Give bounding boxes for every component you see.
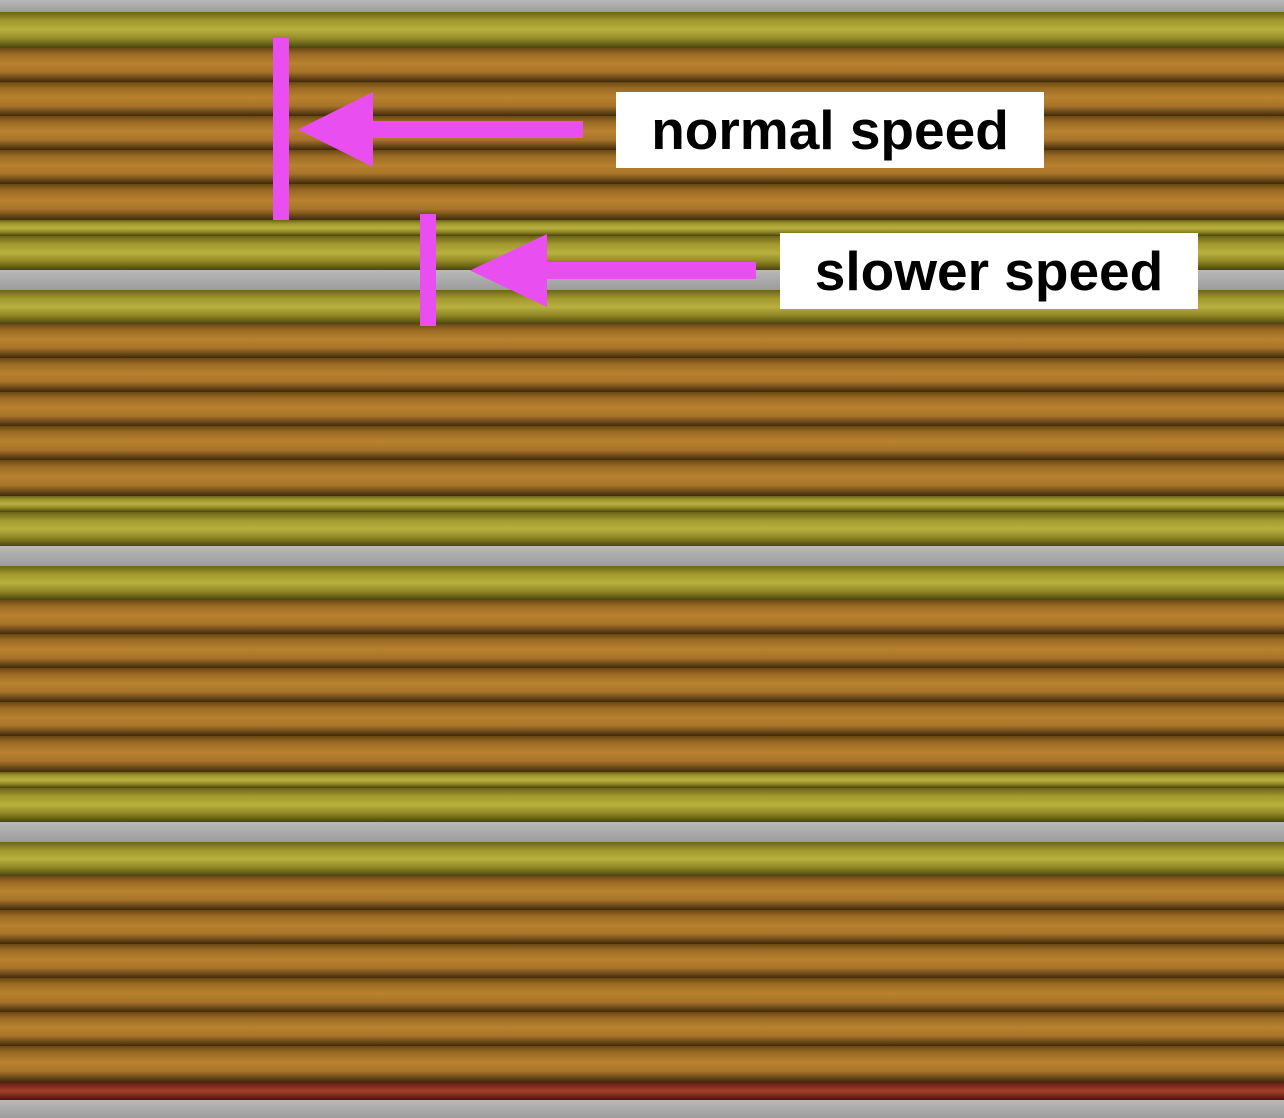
slower-speed-marker [420,214,436,326]
slower-speed-label: slower speed [780,233,1198,309]
slower-speed-arrow-shaft [535,262,756,279]
gap-band [0,0,1284,12]
orange-rod [0,702,1284,736]
slower-speed-arrow-head [470,234,547,307]
olive-rod [0,566,1284,600]
orange-rod [0,48,1284,82]
olive-rod [0,12,1284,48]
olive-rod [0,842,1284,876]
speed-markers [273,38,756,326]
orange-rod [0,910,1284,944]
olive-rod [0,496,1284,512]
orange-rod [0,876,1284,910]
orange-rod [0,600,1284,634]
orange-rod [0,184,1284,220]
orange-rod [0,634,1284,668]
orange-rod [0,392,1284,426]
orange-rod [0,668,1284,702]
olive-rod [0,220,1284,236]
orange-rod [0,426,1284,460]
olive-rod [0,512,1284,546]
olive-rod [0,772,1284,788]
orange-rod [0,1012,1284,1046]
orange-rod [0,324,1284,358]
normal-speed-arrow-shaft [360,121,583,138]
olive-rod [0,788,1284,822]
orange-rod [0,736,1284,772]
gap-band [0,546,1284,566]
red-rod [0,1082,1284,1100]
orange-rod [0,1046,1284,1082]
orange-rod [0,460,1284,496]
orange-rod [0,944,1284,978]
normal-speed-label: normal speed [616,92,1044,168]
gap-band [0,822,1284,842]
normal-speed-arrow-head [298,92,373,167]
normal-speed-marker [273,38,289,220]
gap-band [0,1100,1284,1118]
orange-rod [0,978,1284,1012]
orange-rod [0,358,1284,392]
